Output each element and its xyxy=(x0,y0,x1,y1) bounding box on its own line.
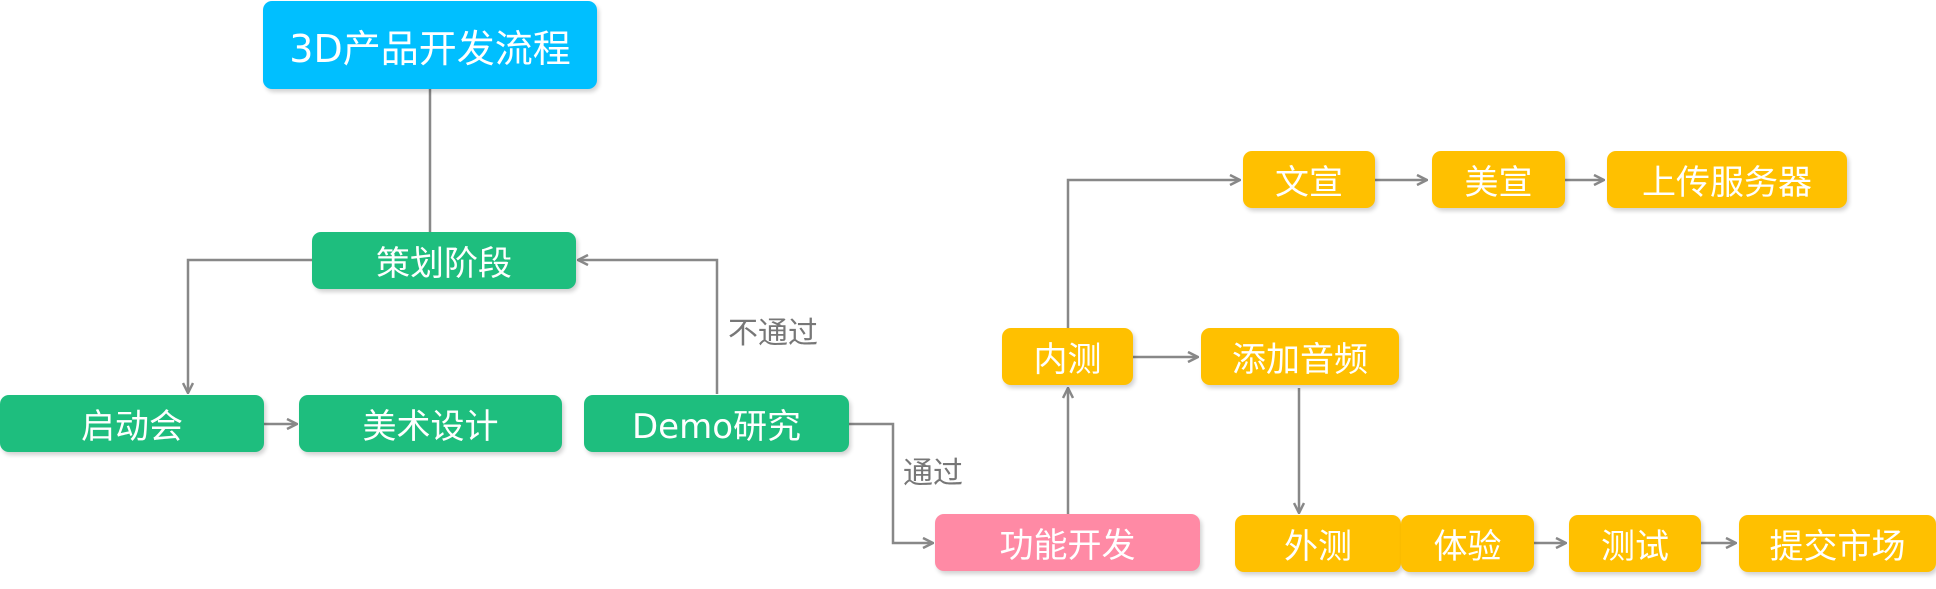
node-submit-market: 提交市场 xyxy=(1739,515,1936,572)
edge-label-pass: 通过 xyxy=(903,456,963,491)
node-external-test: 外测 xyxy=(1235,515,1401,572)
node-art-promo: 美宣 xyxy=(1432,151,1565,208)
node-add-audio: 添加音频 xyxy=(1201,328,1399,385)
connector-internal-test-to-copywriting xyxy=(1066,180,1240,328)
node-planning-stage: 策划阶段 xyxy=(312,232,576,289)
node-copywriting: 文宣 xyxy=(1243,151,1375,208)
node-title: 3D产品开发流程 xyxy=(263,1,597,89)
connector-demo-to-planning-fail xyxy=(578,260,719,394)
node-demo-research: Demo研究 xyxy=(584,395,849,452)
connector-planning-to-kickoff xyxy=(188,258,312,393)
node-art-design: 美术设计 xyxy=(299,395,562,452)
edge-label-fail: 不通过 xyxy=(728,316,818,351)
node-experience: 体验 xyxy=(1401,515,1534,572)
node-upload-server: 上传服务器 xyxy=(1607,151,1847,208)
connector-demo-to-feature-pass xyxy=(849,422,933,543)
node-testing: 测试 xyxy=(1569,515,1701,572)
node-internal-test: 内测 xyxy=(1002,328,1133,385)
node-feature-dev: 功能开发 xyxy=(935,514,1200,571)
node-kickoff: 启动会 xyxy=(0,395,264,452)
